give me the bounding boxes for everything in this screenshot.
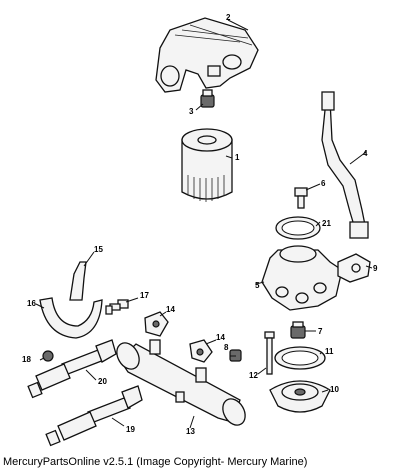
copyright-caption: MercuryPartsOnline v2.5.1 (Image Copyrig…	[3, 456, 308, 468]
part-3-fitting	[200, 89, 215, 108]
part-10-housing-cap	[269, 380, 331, 413]
callout-20: 20	[98, 377, 107, 386]
callout-4: 4	[363, 149, 368, 158]
callout-8: 8	[224, 343, 229, 352]
callout-14b: 14	[216, 333, 225, 342]
callout-10: 10	[330, 385, 339, 394]
part-20-hose-fitting	[27, 339, 117, 399]
callout-14a: 14	[166, 305, 175, 314]
callout-17: 17	[140, 291, 149, 300]
callout-12: 12	[249, 371, 258, 380]
part-6-bolt	[294, 187, 308, 209]
callout-6: 6	[321, 179, 326, 188]
part-12-bolt	[264, 331, 275, 375]
leader-lines	[35, 19, 373, 429]
callout-19: 19	[126, 425, 135, 434]
callout-11: 11	[325, 347, 334, 356]
callout-1: 1	[235, 153, 240, 162]
part-5-filter-housing	[261, 245, 343, 311]
part-11-seal	[274, 346, 326, 370]
part-15-clamp-upper	[69, 261, 87, 301]
part-14-fitting-left	[144, 311, 169, 337]
callout-2: 2	[226, 13, 231, 22]
callout-13: 13	[186, 427, 195, 436]
callout-21: 21	[322, 219, 331, 228]
callout-16: 16	[27, 299, 36, 308]
callout-15: 15	[94, 245, 103, 254]
part-19-hose-fitting	[45, 385, 143, 447]
callout-7: 7	[318, 327, 323, 336]
callout-18: 18	[22, 355, 31, 364]
callout-labels: 1 2 3 4 5 6 7 8 9 10 11 12 13 14 14 15 1…	[22, 13, 378, 436]
part-1-oil-filter	[181, 128, 233, 202]
callout-9: 9	[373, 264, 378, 273]
part-18-nut	[42, 350, 54, 362]
part-9-elbow-fitting	[337, 253, 371, 283]
part-14-fitting-right	[189, 339, 213, 363]
part-16-clamp-lower	[39, 297, 103, 339]
callout-5: 5	[255, 281, 260, 290]
part-7-plug	[290, 321, 306, 339]
part-13-oil-cooler	[116, 339, 246, 426]
part-21-o-ring	[275, 216, 321, 240]
part-4-hose	[321, 91, 369, 239]
part-17-screw	[105, 299, 129, 315]
callout-3: 3	[189, 107, 194, 116]
part-2-filter-adapter	[155, 17, 259, 93]
